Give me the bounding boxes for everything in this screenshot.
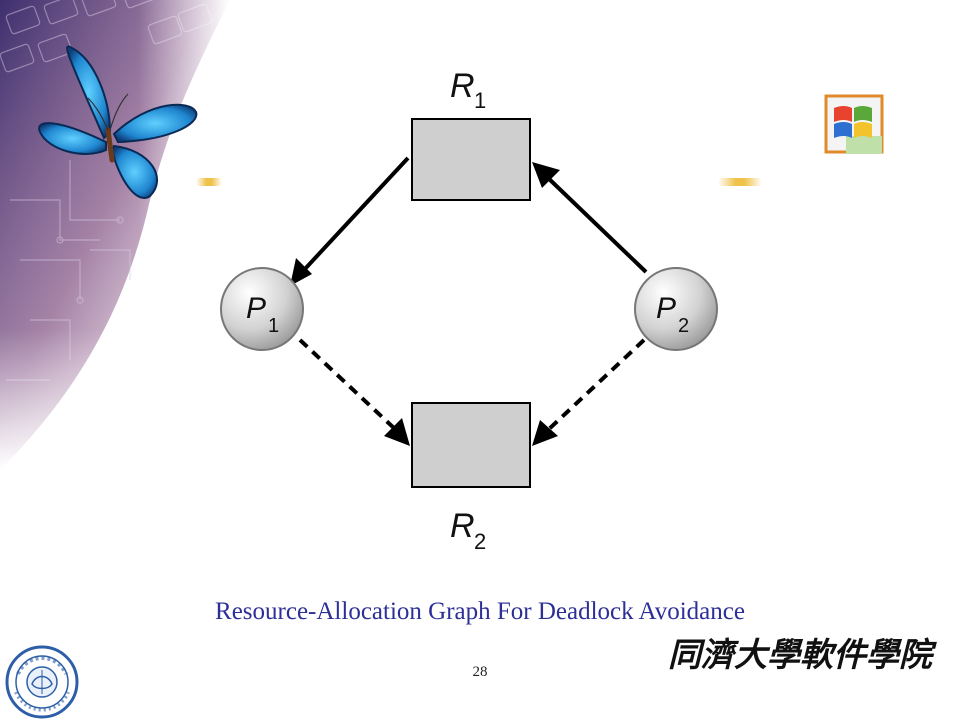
resource-r1-subscript: 1 <box>474 88 486 113</box>
slide-caption: Resource-Allocation Graph For Deadlock A… <box>215 598 745 625</box>
tongji-university-seal <box>5 645 79 719</box>
butterfly-keyboard-artwork <box>0 0 230 470</box>
resource-r1-letter: R <box>450 67 475 105</box>
left-accent-bar <box>196 178 222 186</box>
process-p1-subscript: 1 <box>268 315 279 337</box>
right-accent-bar <box>718 178 762 186</box>
resource-r2 <box>411 402 531 488</box>
school-name-calligraphy: 同濟大學軟件學院 <box>668 635 932 674</box>
resource-r2-subscript: 2 <box>474 529 486 554</box>
page-number: 28 <box>472 664 488 680</box>
edge-p1-to-r2 <box>298 338 410 446</box>
resource-r2-letter: R <box>450 507 475 545</box>
process-p1 <box>220 267 304 351</box>
process-p2-subscript: 2 <box>678 315 689 337</box>
windows-logo-icon <box>824 94 884 154</box>
process-p1-letter: P <box>246 292 266 325</box>
edge-p2-to-r2 <box>532 338 646 446</box>
edge-r1-to-p1 <box>290 156 410 286</box>
resource-r1 <box>411 118 531 201</box>
process-p2-letter: P <box>656 292 676 325</box>
edge-p2-to-r1 <box>532 162 648 274</box>
process-p2 <box>634 267 718 351</box>
